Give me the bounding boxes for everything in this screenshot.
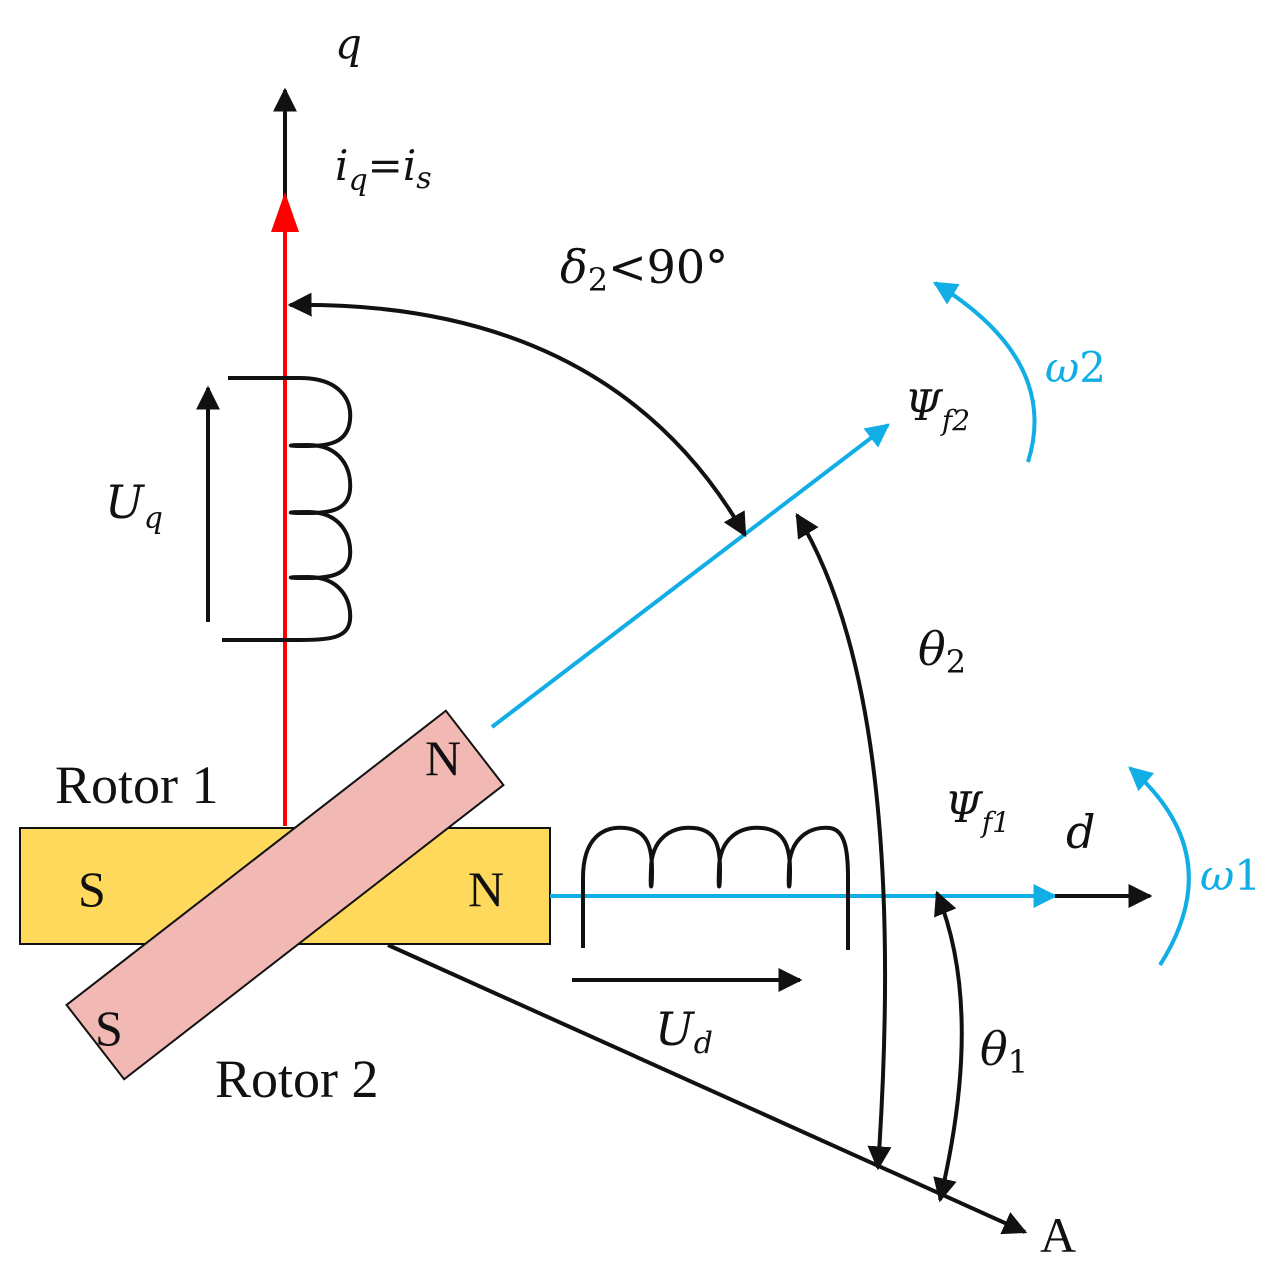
psi-f2-label: Ψf2 bbox=[905, 381, 970, 437]
theta2-angle-arc bbox=[795, 512, 892, 1171]
current-label: iq=is bbox=[335, 141, 432, 198]
a-axis-label: A bbox=[1040, 1207, 1076, 1263]
omega1-rotation-arrow bbox=[1128, 766, 1191, 967]
ud-label: Ud bbox=[655, 1002, 713, 1061]
iq-arrowhead bbox=[271, 192, 299, 232]
d-axis-coil bbox=[581, 825, 850, 950]
delta2-angle-arc bbox=[287, 292, 747, 538]
rotor2-north-pole: N bbox=[425, 730, 461, 786]
omega2-rotation-arrow bbox=[932, 281, 1037, 463]
psi-f1-label: Ψf1 bbox=[945, 783, 1010, 839]
a-axis-line bbox=[387, 943, 1028, 1235]
rotor2-magnet bbox=[65, 709, 505, 1081]
rotor1-south-pole: S bbox=[78, 861, 106, 917]
rotor2-label: Rotor 2 bbox=[215, 1049, 379, 1109]
theta1-label: θ1 bbox=[980, 1022, 1028, 1081]
d-axis-label: d bbox=[1066, 805, 1095, 859]
q-axis-label: q bbox=[335, 19, 362, 68]
uq-label: Uq bbox=[105, 475, 163, 536]
omega1-label: ω1 bbox=[1200, 851, 1261, 900]
rotor1-label: Rotor 1 bbox=[55, 755, 219, 815]
delta2-label: δ2<90° bbox=[560, 240, 728, 299]
rotor2-south-pole: S bbox=[95, 1000, 123, 1056]
psi-f2-axis bbox=[490, 423, 890, 729]
theta1-angle-arc bbox=[933, 890, 964, 1203]
rotor1-north-pole: N bbox=[468, 861, 504, 917]
theta2-label: θ2 bbox=[918, 622, 966, 681]
omega2-label: ω2 bbox=[1045, 343, 1106, 392]
